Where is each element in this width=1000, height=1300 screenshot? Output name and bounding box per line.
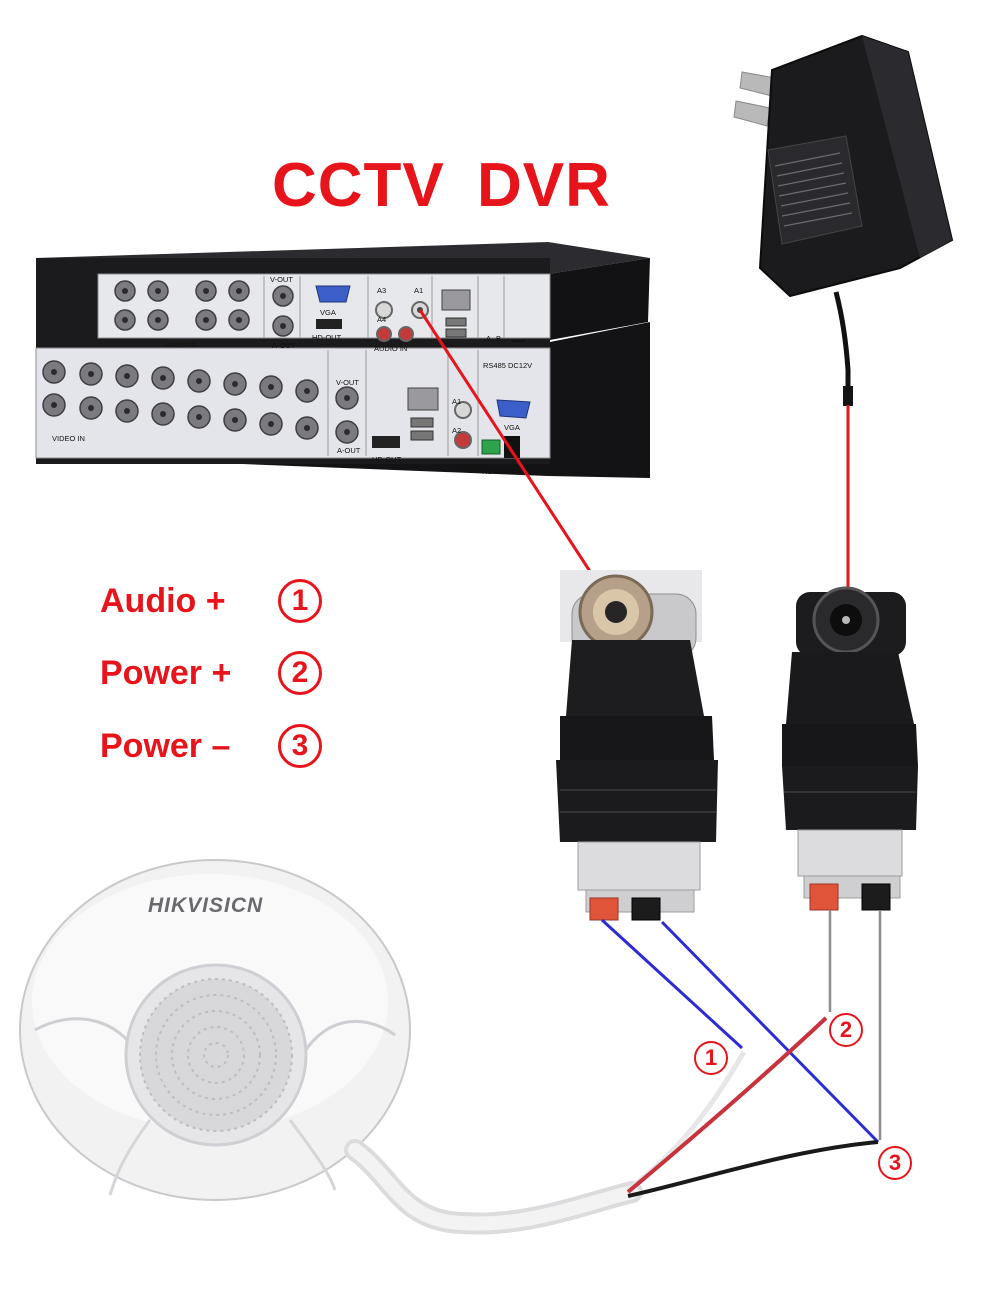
rs485-label-bottom: RS485 [482,467,505,476]
a1-label-bottom: A1 [452,397,461,406]
vga-label-bottom: VGA [504,423,520,432]
vga-label-top: VGA [320,308,336,317]
power-adapter [733,34,954,406]
a-out-label-top: A-OUT [272,341,296,350]
audio-negative-line [660,920,880,1144]
audio-signal-line [418,309,608,597]
a3-label: A3 [377,286,386,295]
a1-label-top: A1 [414,286,423,295]
video-in-label-bottom: VIDEO IN [52,434,85,443]
wire-badge-power-negative: 3 [878,1146,912,1180]
legend-badge: 3 [278,724,322,768]
dc12v-label-top: DC12V [508,361,532,370]
hd-out-label-top: HD-OUT [312,333,342,342]
legend-label: Power – [100,726,231,765]
dvr-panel-labels: VIDEO IN V-OUT A-OUT VGA HD-OUT AUDIO IN… [52,275,532,476]
dc12v-label-bottom: DC12V [503,467,527,476]
audio-in-label-bottom: AUDIO IN [450,463,483,472]
b-terminal-label: B [496,334,501,343]
microphone-cable [344,1016,879,1235]
wire-badge-power-positive: 2 [829,1013,863,1047]
v-out-label-top: V-OUT [270,275,293,284]
microphone: HIKVISICN [19,859,411,1201]
rs485-label-top: RS485 [483,361,506,370]
hd-out-label-bottom: HD-OUT [372,455,402,464]
legend-row-power-negative: Power – 3 [100,721,322,771]
legend-label: Audio + [100,581,226,620]
video-in-label-top: VIDEO IN [164,340,197,349]
dvr-recorder-bottom [35,322,650,478]
wire-badge-audio-positive: 1 [694,1041,728,1075]
rca-female-connector [556,570,718,921]
a-terminal-label: A [486,334,491,343]
legend-row-power-positive: Power + 2 [100,648,322,698]
legend-label: Power + [100,653,232,692]
diagram-title: CCTV DVR [272,151,611,220]
legend-row-audio-positive: Audio + 1 [100,576,322,626]
legend-badge: 1 [278,579,322,623]
audio-in-label-top: AUDIO IN [374,344,407,353]
dvr-recorder-top [36,242,650,362]
a2-label: A2 [452,426,461,435]
a4-label: A4 [377,315,386,324]
a-out-label-bottom: A-OUT [337,446,361,455]
microphone-brand-label: HIKVISICN [148,894,263,917]
audio-positive-line [600,918,744,1050]
v-out-label-bottom: V-OUT [336,378,359,387]
legend-badge: 2 [278,651,322,695]
dc-female-connector [782,586,918,911]
